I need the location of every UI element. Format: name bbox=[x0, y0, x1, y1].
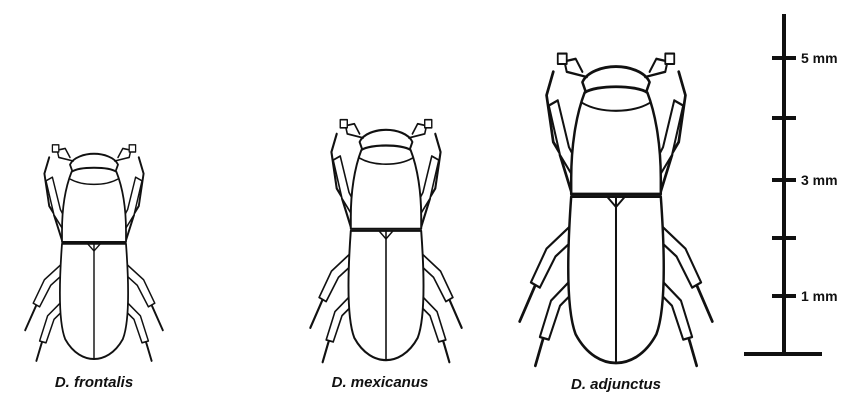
scale-label-3mm: 3 mm bbox=[801, 172, 838, 188]
species-label-frontalis: D. frontalis bbox=[55, 374, 133, 391]
scale-label-1mm: 1 mm bbox=[801, 288, 838, 304]
beetle-mexicanus-drawing bbox=[310, 120, 461, 362]
beetle-frontalis-drawing bbox=[25, 145, 163, 361]
species-label-adjunctus: D. adjunctus bbox=[571, 376, 661, 393]
species-label-mexicanus: D. mexicanus bbox=[332, 374, 429, 391]
scale-label-5mm: 5 mm bbox=[801, 50, 838, 66]
beetle-adjunctus-drawing bbox=[520, 54, 713, 366]
